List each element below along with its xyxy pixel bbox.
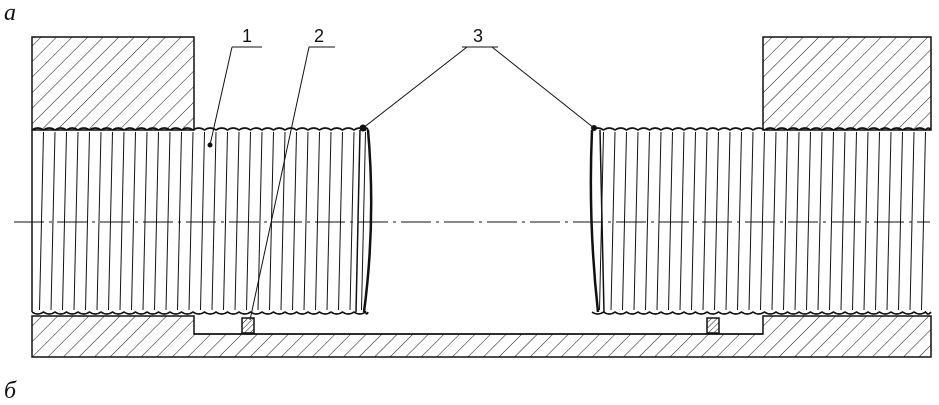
thread-line bbox=[200, 131, 205, 311]
thread-line bbox=[783, 131, 788, 311]
callout-2: 2 bbox=[314, 26, 324, 46]
thread-line bbox=[806, 131, 811, 311]
thread-line bbox=[633, 131, 639, 311]
rod-top-thread-edge bbox=[31, 127, 369, 132]
thread-line bbox=[748, 131, 754, 311]
thread-line bbox=[668, 131, 673, 311]
thread-line bbox=[714, 131, 719, 311]
thread-line bbox=[794, 131, 800, 311]
thread-line bbox=[679, 131, 685, 311]
upper-right-block bbox=[762, 36, 932, 131]
thread-line bbox=[223, 131, 228, 311]
thread-line bbox=[62, 131, 67, 311]
left-threaded-rod bbox=[31, 127, 373, 315]
panel-label-a: а bbox=[4, 0, 16, 26]
thread-line bbox=[610, 131, 616, 311]
thread-line bbox=[177, 131, 182, 311]
thread-line bbox=[909, 131, 915, 311]
rod-end-cap bbox=[589, 129, 600, 313]
base-plate bbox=[31, 315, 932, 358]
thread-line bbox=[131, 131, 136, 311]
insert-left bbox=[241, 317, 255, 334]
panel-label-b: б bbox=[4, 378, 17, 404]
thread-line bbox=[760, 131, 765, 311]
right-threaded-rod bbox=[589, 127, 932, 315]
thread-line bbox=[921, 131, 926, 311]
rod-top-thread-edge bbox=[591, 127, 932, 132]
thread-line bbox=[645, 131, 650, 311]
thread-line bbox=[817, 131, 823, 311]
thread-line bbox=[246, 131, 251, 311]
thread-line bbox=[165, 131, 171, 311]
thread-line bbox=[771, 131, 777, 311]
thread-line bbox=[338, 131, 343, 311]
thread-line bbox=[39, 131, 44, 311]
thread-line bbox=[315, 131, 320, 311]
rod-bottom-thread-edge bbox=[31, 310, 369, 315]
thread-line bbox=[73, 131, 79, 311]
thread-line bbox=[725, 131, 731, 311]
leader-line-3-right bbox=[491, 46, 595, 129]
thread-line bbox=[875, 131, 880, 311]
thread-line bbox=[211, 131, 217, 311]
thread-line bbox=[886, 131, 892, 311]
thread-line bbox=[702, 131, 708, 311]
thread-line bbox=[863, 131, 869, 311]
thread-line bbox=[119, 131, 125, 311]
thread-line bbox=[656, 131, 662, 311]
rod-end-inner bbox=[355, 129, 361, 313]
thread-line bbox=[142, 131, 148, 311]
thread-line bbox=[303, 131, 309, 311]
thread-line bbox=[898, 131, 903, 311]
thread-line bbox=[349, 131, 355, 311]
thread-line bbox=[96, 131, 102, 311]
thread-line bbox=[257, 131, 263, 311]
thread-line bbox=[188, 131, 194, 311]
thread-line bbox=[852, 131, 857, 311]
callout-3: 3 bbox=[473, 26, 483, 46]
insert-right bbox=[706, 317, 720, 334]
thread-line bbox=[108, 131, 113, 311]
thread-line bbox=[361, 131, 366, 311]
thread-line bbox=[154, 131, 159, 311]
upper-left-block bbox=[31, 36, 195, 131]
rod-end-cap bbox=[362, 129, 373, 313]
rod-end-inner bbox=[599, 129, 605, 313]
thread-line bbox=[691, 131, 696, 311]
thread-line bbox=[50, 131, 56, 311]
thread-line bbox=[292, 131, 297, 311]
thread-line bbox=[234, 131, 240, 311]
thread-line bbox=[326, 131, 332, 311]
callout-1: 1 bbox=[242, 26, 252, 46]
thread-line bbox=[85, 131, 90, 311]
leader-line-1 bbox=[209, 46, 233, 146]
rod-bottom-thread-edge bbox=[591, 310, 932, 315]
thread-line bbox=[622, 131, 627, 311]
thread-line bbox=[737, 131, 742, 311]
leader-line-3-left bbox=[362, 46, 468, 129]
leader-line-2 bbox=[249, 46, 310, 321]
thread-line bbox=[840, 131, 846, 311]
thread-line bbox=[829, 131, 834, 311]
